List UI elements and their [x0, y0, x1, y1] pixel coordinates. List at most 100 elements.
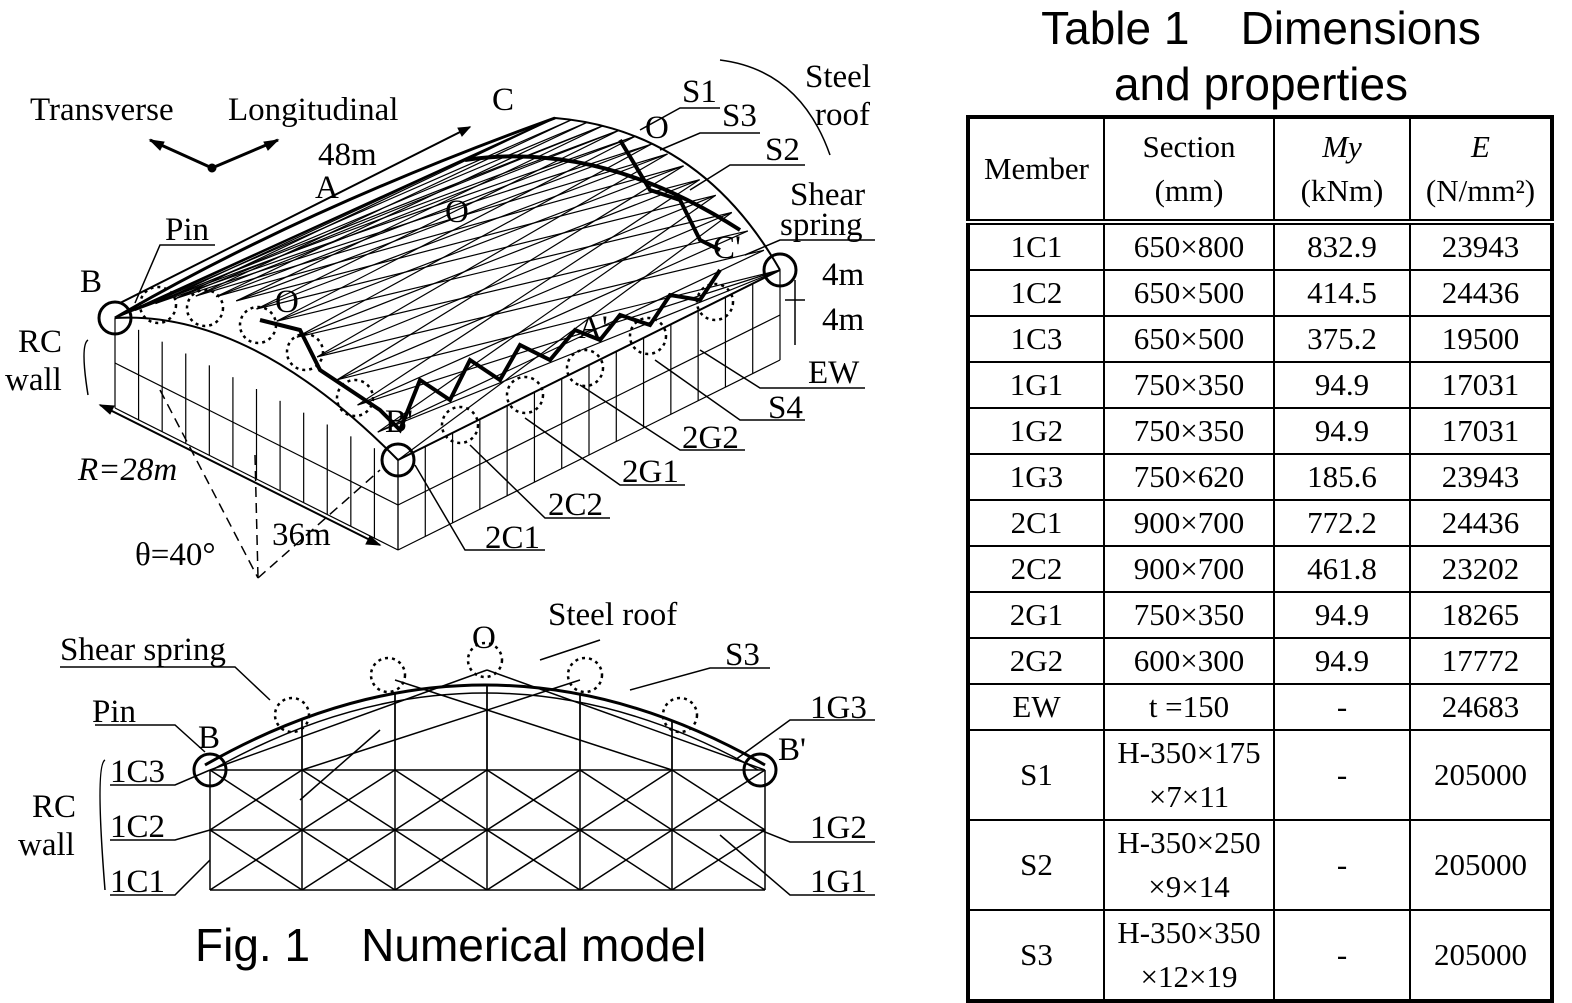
label-shear: Shear: [790, 177, 865, 213]
section-roof-arch-outer: [204, 683, 766, 767]
label-radius: R=28m: [77, 452, 177, 488]
cell-member: 2C2: [967, 545, 1105, 593]
label-2c2: 2C2: [548, 487, 603, 523]
label-c: C: [492, 82, 514, 118]
label-s3: S3: [722, 98, 757, 134]
sec-label-1g3: 1G3: [810, 690, 867, 726]
label-o1: O: [445, 194, 469, 230]
shear-springs-section: [273, 641, 699, 734]
label-steel: Steel: [805, 59, 871, 95]
cell-member: 1G3: [967, 453, 1105, 501]
table-title-line1: Table 1 Dimensions: [1041, 2, 1481, 54]
cell-member: 1G2: [967, 407, 1105, 455]
label-4m-a: 4m: [822, 257, 865, 293]
cell-member: 1G1: [967, 361, 1105, 409]
label-2g2: 2G2: [682, 420, 739, 456]
label-48m: 48m: [318, 137, 377, 173]
sec-label-o: O: [472, 620, 496, 656]
cell-section: 650×500: [1103, 315, 1275, 363]
cell-e: 24436: [1409, 499, 1553, 547]
sec-label-wall: wall: [18, 827, 75, 863]
cell-my: 94.9: [1273, 637, 1411, 685]
label-c-prime: C': [713, 230, 741, 266]
cell-section: 750×350: [1103, 407, 1275, 455]
cell-member: 1C1: [967, 221, 1105, 271]
cell-my: -: [1273, 819, 1411, 911]
cell-section: 750×350: [1103, 591, 1275, 639]
cell-section: t =150: [1103, 683, 1275, 731]
label-o3: O: [275, 284, 299, 320]
label-longitudinal: Longitudinal: [228, 92, 398, 128]
table-title: Table 1 Dimensions and properties: [968, 0, 1554, 112]
cell-e: 18265: [1409, 591, 1553, 639]
cell-my: -: [1273, 683, 1411, 731]
label-b: B: [80, 264, 102, 300]
sec-label-shear-spring: Shear spring: [60, 632, 226, 668]
cell-member: 1C3: [967, 315, 1105, 363]
roof-outline-back: [114, 116, 781, 319]
cell-member: EW: [967, 683, 1105, 731]
figure-caption: Fig. 1 Numerical model: [195, 919, 707, 971]
sec-label-1g1: 1G1: [810, 864, 867, 900]
label-theta: θ=40°: [135, 537, 216, 573]
cell-section: 900×700: [1103, 499, 1275, 547]
sec-label-1c3: 1C3: [110, 754, 165, 790]
numerical-model-figure: Transverse Longitudinal 48m A B C O O O …: [5, 59, 875, 900]
label-36m: 36m: [272, 517, 331, 553]
sec-label-s3: S3: [725, 637, 760, 673]
cell-section: 750×620: [1103, 453, 1275, 501]
zigzag-back: [618, 138, 721, 252]
label-spring: spring: [780, 207, 863, 243]
isometric-model: [83, 59, 875, 579]
label-2g1: 2G1: [622, 454, 679, 490]
cell-e: 19500: [1409, 315, 1553, 363]
cell-my: 375.2: [1273, 315, 1411, 363]
sec-label-rc: RC: [32, 789, 76, 825]
label-b-prime: B': [385, 404, 413, 440]
label-s2: S2: [765, 132, 800, 168]
cell-e: 17031: [1409, 407, 1553, 455]
sec-label-b-prime: B': [778, 732, 806, 768]
header-my: My(kNm): [1273, 116, 1411, 223]
label-o2: O: [645, 110, 669, 146]
header-section: Section(mm): [1103, 116, 1275, 223]
cell-my: 772.2: [1273, 499, 1411, 547]
cell-section: 900×700: [1103, 545, 1275, 593]
header-e: E(N/mm²): [1409, 116, 1553, 223]
cell-my: 185.6: [1273, 453, 1411, 501]
section-pin-b: [192, 752, 228, 788]
label-wall-1: wall: [5, 362, 62, 398]
label-s4: S4: [768, 390, 803, 426]
sec-label-1g2: 1G2: [810, 810, 867, 846]
cell-e: 205000: [1409, 909, 1553, 1002]
cell-section: H-350×175×7×11: [1103, 729, 1275, 821]
label-4m-b: 4m: [822, 302, 865, 338]
cell-member: 2C1: [967, 499, 1105, 547]
header-member: Member: [967, 116, 1105, 223]
label-2c1: 2C1: [485, 520, 540, 556]
label-pin: Pin: [165, 212, 209, 248]
label-rc-1: RC: [18, 324, 62, 360]
pin-b-prime: [380, 442, 416, 478]
cell-section: 650×500: [1103, 269, 1275, 317]
shear-springs-top: [138, 282, 735, 445]
cell-e: 24436: [1409, 269, 1553, 317]
cell-my: 94.9: [1273, 591, 1411, 639]
sec-label-1c2: 1C2: [110, 809, 165, 845]
cell-e: 23202: [1409, 545, 1553, 593]
cell-e: 205000: [1409, 819, 1553, 911]
sec-label-b: B: [198, 720, 220, 756]
cell-section: 600×300: [1103, 637, 1275, 685]
cell-member: S2: [967, 819, 1105, 911]
